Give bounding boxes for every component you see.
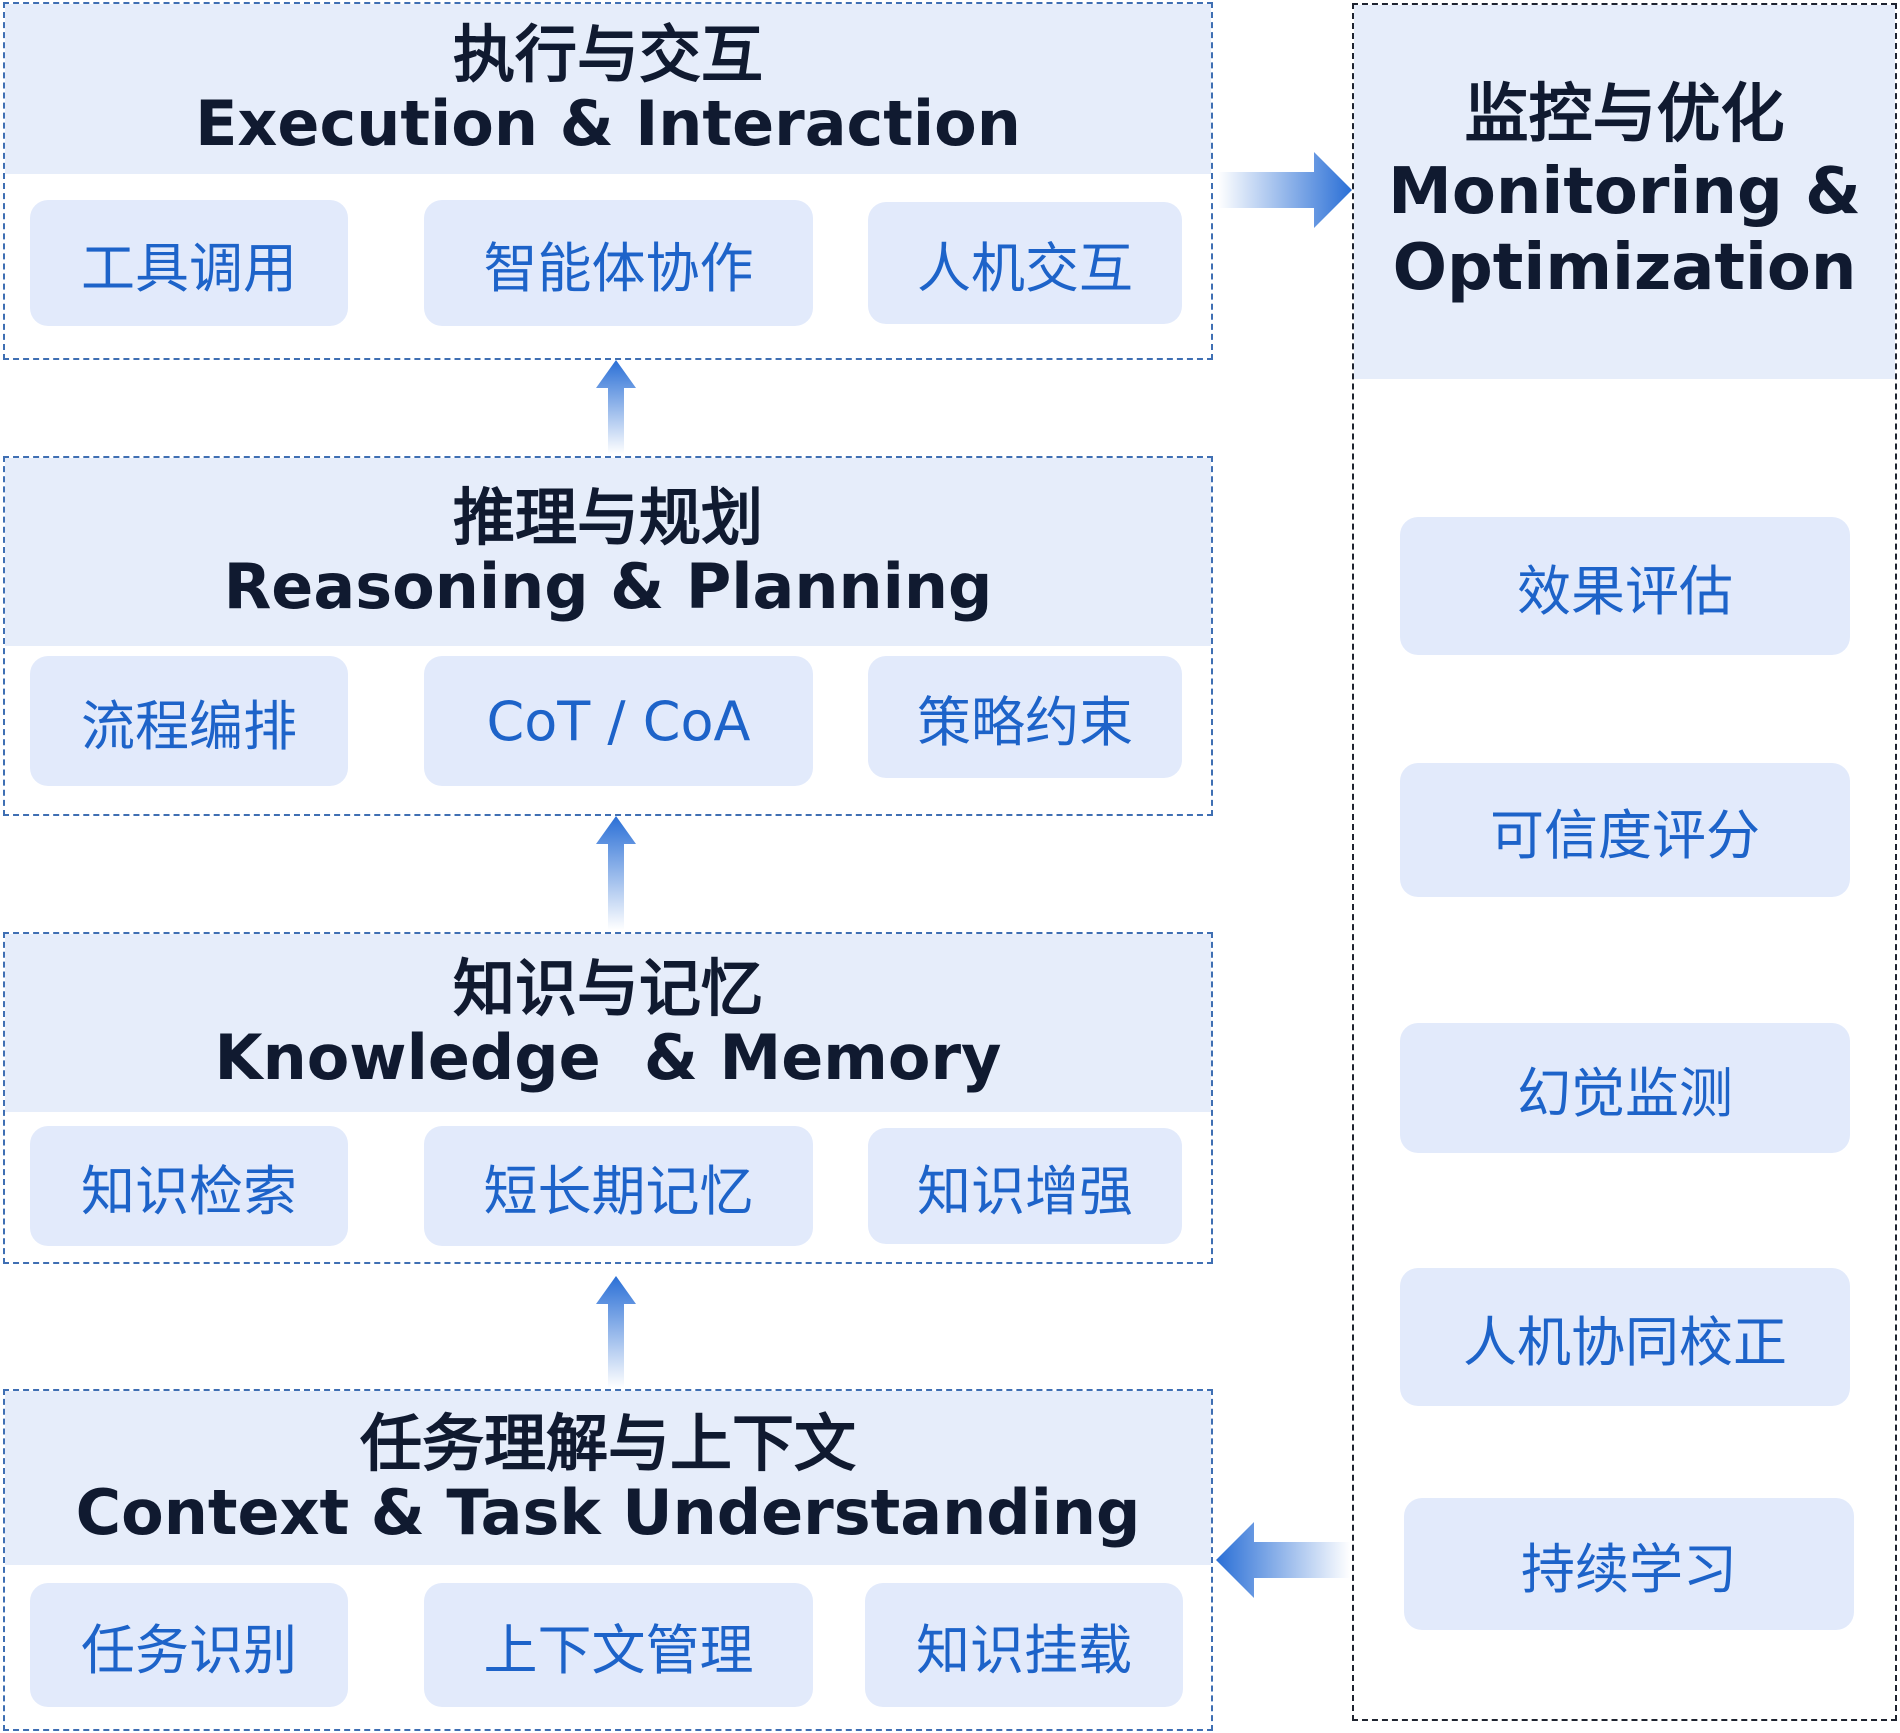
monitor-panel: 监控与优化 Monitoring & Optimization 效果评估 可信度…: [1352, 3, 1897, 1721]
chip-context-management: 上下文管理: [424, 1583, 813, 1707]
chip-policy-constraints: 策略约束: [868, 656, 1182, 778]
chip-short-long-term-memory: 短长期记忆: [424, 1126, 813, 1246]
layer-reasoning-planning: 推理与规划 Reasoning & Planning 流程编排 CoT / Co…: [3, 456, 1213, 816]
chip-knowledge-retrieval: 知识检索: [30, 1126, 348, 1246]
monitor-header: 监控与优化 Monitoring & Optimization: [1354, 5, 1895, 379]
layer-knowledge-memory: 知识与记忆 Knowledge & Memory 知识检索 短长期记忆 知识增强: [3, 932, 1213, 1264]
chip-hallucination-monitoring: 幻觉监测: [1400, 1023, 1850, 1153]
chip-credibility-scoring: 可信度评分: [1400, 763, 1850, 897]
layer-title-en: Knowledge & Memory: [214, 1021, 1002, 1094]
monitor-title-en-line2: Optimization: [1392, 231, 1857, 306]
chip-human-computer-interaction: 人机交互: [868, 202, 1182, 324]
chip-effect-evaluation: 效果评估: [1400, 517, 1850, 655]
monitor-title-en-line1: Monitoring &: [1388, 154, 1861, 229]
arrow-up-icon: [596, 1276, 636, 1388]
layer-title-zh: 知识与记忆: [452, 951, 763, 1025]
chip-knowledge-mounting: 知识挂载: [865, 1583, 1183, 1707]
chip-human-ai-correction: 人机协同校正: [1400, 1268, 1850, 1406]
layer-title-en: Execution & Interaction: [195, 87, 1021, 160]
arrow-up-icon: [596, 360, 636, 454]
monitor-title-zh: 监控与优化: [1464, 77, 1785, 152]
layer-title-zh: 任务理解与上下文: [359, 1406, 856, 1480]
chip-tool-invocation: 工具调用: [30, 200, 348, 326]
layer-execution-interaction: 执行与交互 Execution & Interaction 工具调用 智能体协作…: [3, 2, 1213, 360]
chip-knowledge-enhancement: 知识增强: [868, 1128, 1182, 1244]
arrow-right-icon: [1218, 152, 1352, 228]
layer-context-task-understanding: 任务理解与上下文 Context & Task Understanding 任务…: [3, 1389, 1213, 1731]
arrow-left-icon: [1216, 1522, 1350, 1598]
layer-title-en: Reasoning & Planning: [223, 550, 993, 623]
layer-header: 推理与规划 Reasoning & Planning: [5, 458, 1211, 646]
chip-agent-collaboration: 智能体协作: [424, 200, 813, 326]
arrow-up-icon: [596, 816, 636, 930]
layer-header: 知识与记忆 Knowledge & Memory: [5, 934, 1211, 1112]
layer-title-zh: 推理与规划: [452, 480, 763, 554]
chip-continuous-learning: 持续学习: [1404, 1498, 1854, 1630]
chip-task-recognition: 任务识别: [30, 1583, 348, 1707]
layer-header: 任务理解与上下文 Context & Task Understanding: [5, 1391, 1211, 1565]
layer-title-en: Context & Task Understanding: [75, 1476, 1141, 1549]
chip-workflow-orchestration: 流程编排: [30, 656, 348, 786]
layer-header: 执行与交互 Execution & Interaction: [5, 4, 1211, 174]
layer-title-zh: 执行与交互: [452, 17, 763, 91]
chip-cot-coa: CoT / CoA: [424, 656, 813, 786]
